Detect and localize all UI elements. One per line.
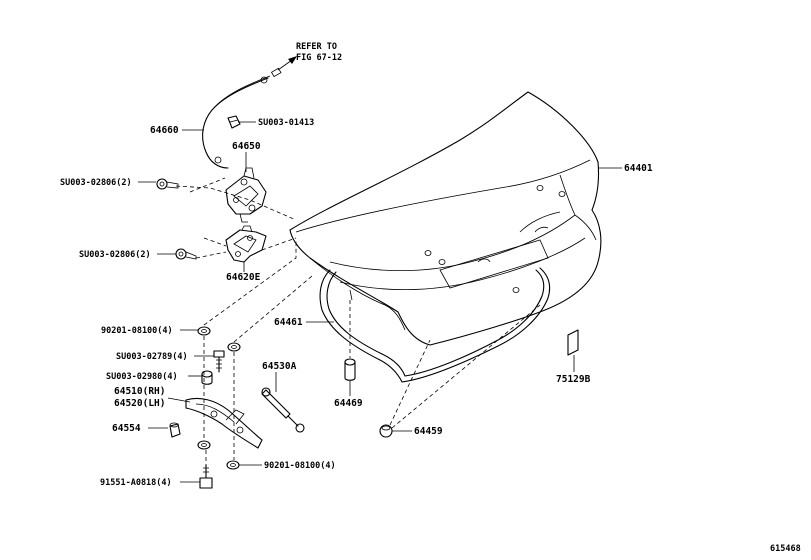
bolt-91551-a0818[interactable] — [199, 464, 213, 489]
label-75129b: 75129B — [556, 374, 591, 385]
lock-assembly-64650[interactable] — [225, 167, 267, 223]
label-64620e: 64620E — [226, 272, 261, 283]
stopper-64469[interactable] — [344, 358, 356, 381]
label-64401: 64401 — [624, 163, 653, 174]
hinge-64510-64520[interactable] — [185, 397, 263, 449]
label-refer-line2: FIG 67-12 — [296, 53, 342, 63]
assembly-dashed-lines — [175, 177, 541, 465]
label-64554: 64554 — [112, 423, 141, 434]
label-91551-a0818: 91551-A0818(4) — [100, 478, 172, 488]
label-64459: 64459 — [414, 426, 443, 437]
refer-arrow — [277, 56, 297, 71]
leader-lines — [138, 121, 622, 483]
washer-90201-08100-lower[interactable] — [226, 460, 240, 470]
label-64461: 64461 — [274, 317, 303, 328]
bolt-su003-02806-lower[interactable] — [175, 248, 197, 260]
release-cable-64660[interactable] — [202, 67, 282, 169]
damper-stay-64530a[interactable] — [261, 387, 305, 433]
label-su003-02806-lower: SU003-02806(2) — [79, 250, 151, 260]
label-64520-lh: 64520(LH) — [114, 398, 165, 409]
label-64650: 64650 — [232, 141, 261, 152]
label-refer-line1: REFER TO — [296, 42, 337, 52]
label-su003-02789: SU003-02789(4) — [116, 352, 188, 362]
clip-su003-01413[interactable] — [227, 115, 241, 129]
bolt-su003-02789[interactable] — [213, 350, 225, 373]
striker-64620e[interactable] — [225, 225, 267, 263]
label-90201-08100-upper: 90201-08100(4) — [101, 326, 173, 336]
trunk-lid-64401[interactable] — [289, 91, 602, 346]
label-90201-08100-lower: 90201-08100(4) — [264, 461, 336, 471]
washer-90201-08100-upper[interactable] — [197, 326, 211, 336]
label-64530a: 64530A — [262, 361, 297, 372]
label-64469: 64469 — [334, 398, 363, 409]
figure-number: 615468 — [770, 544, 801, 554]
cushion-64459[interactable] — [379, 424, 393, 438]
washer-90201-08100-lower2[interactable] — [197, 440, 211, 450]
label-64510-rh: 64510(RH) — [114, 386, 165, 397]
collar-su003-02980[interactable] — [201, 370, 213, 385]
label-64660: 64660 — [150, 125, 179, 136]
label-su003-02980: SU003-02980(4) — [106, 372, 178, 382]
label-su003-01413: SU003-01413 — [258, 118, 314, 128]
weatherstrip-64461[interactable] — [319, 267, 551, 383]
cushion-64554[interactable] — [169, 422, 181, 438]
washer-90201-08100-mid[interactable] — [227, 342, 241, 352]
label-75129b[interactable] — [567, 329, 579, 356]
bolt-su003-02806-upper[interactable] — [156, 178, 179, 190]
label-su003-02806-upper: SU003-02806(2) — [60, 178, 132, 188]
